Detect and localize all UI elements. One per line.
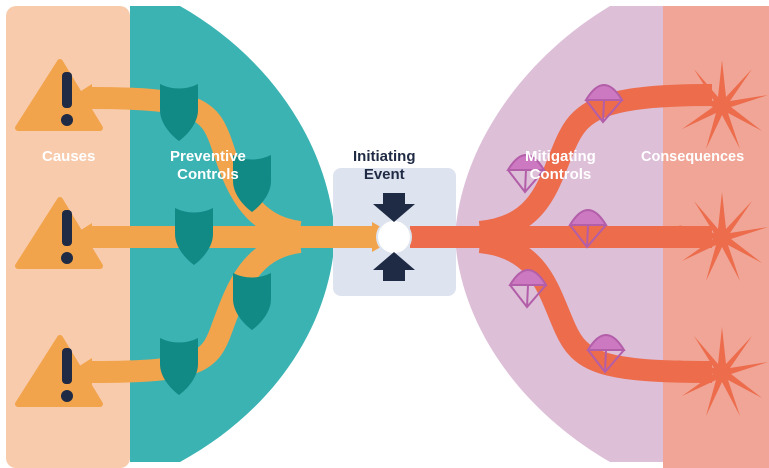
- mitigating-controls-label-line2: Controls: [529, 166, 592, 183]
- parachute-icon: [568, 209, 608, 249]
- explosion-burst-icon: [678, 192, 768, 281]
- preventive-controls-label-line2: Controls: [177, 166, 239, 183]
- shield-icon: [233, 273, 271, 330]
- parachutes: [506, 84, 626, 374]
- parachute-icon: [586, 334, 626, 374]
- parachute-icon: [584, 84, 624, 124]
- preventive-controls-label-line1: Preventive: [170, 148, 246, 165]
- preventive-controls-label: Preventive Controls: [170, 148, 246, 184]
- explosion-burst-icon: [678, 327, 768, 416]
- shield-icon: [175, 208, 213, 265]
- shield-icon: [233, 155, 271, 212]
- parachute-icon: [506, 154, 546, 194]
- parachute-icon: [508, 269, 548, 309]
- initiating-event-label-line2: Event: [363, 166, 405, 183]
- initiating-event-label-line1: Initiating: [353, 148, 416, 165]
- shield-icon: [160, 338, 198, 395]
- mitigating-controls-label: Mitigating Controls: [525, 148, 596, 184]
- consequence-paths: [410, 84, 713, 383]
- warning-exclamation-triangle-icon: [15, 59, 103, 131]
- causes-label: Causes: [42, 148, 96, 165]
- explosion-burst-icon: [678, 60, 768, 149]
- shield-icon: [160, 84, 198, 141]
- warning-exclamation-triangle-icon: [15, 197, 103, 269]
- initiating-event-circle: [376, 219, 412, 255]
- consequence-bursts: [678, 60, 768, 416]
- consequences-label: Consequences: [641, 149, 745, 165]
- warning-exclamation-triangle-icon: [15, 335, 103, 407]
- mitigating-controls-label-line1: Mitigating: [525, 148, 596, 165]
- initiating-event-label: Initiating Event: [353, 148, 416, 184]
- shields: [160, 84, 271, 395]
- converging-arrows-icon: [373, 193, 415, 281]
